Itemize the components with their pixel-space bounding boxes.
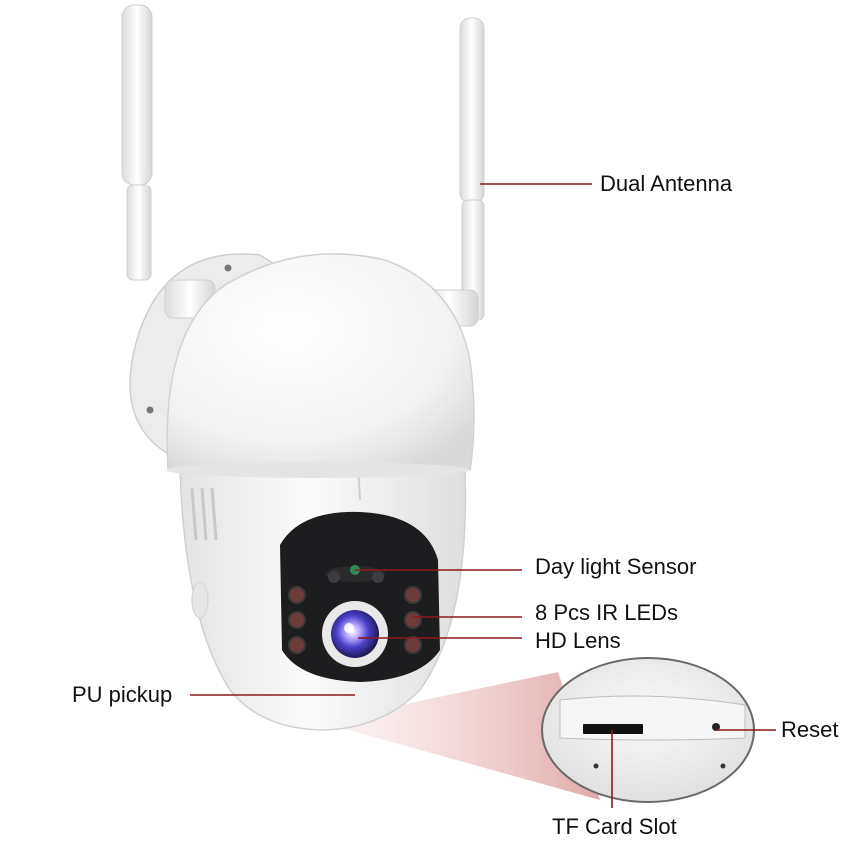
tf-card-slot-icon xyxy=(583,724,643,734)
camera-dome xyxy=(166,253,475,471)
right-antenna xyxy=(419,17,485,327)
left-antenna xyxy=(121,4,216,319)
callout-dual-antenna: Dual Antenna xyxy=(600,171,733,196)
callout-day-light-sensor: Day light Sensor xyxy=(535,554,697,579)
leader-lines xyxy=(190,183,776,808)
lens-panel xyxy=(280,511,440,682)
callout-reset: Reset xyxy=(781,717,839,742)
magnifier-beam xyxy=(320,672,600,800)
callout-tf-card-slot: TF Card Slot xyxy=(552,814,677,839)
reset-hole-icon xyxy=(712,723,720,731)
ir-leds-left xyxy=(288,586,306,654)
tf-card-inset xyxy=(541,657,755,803)
callout-pu-pickup: PU pickup xyxy=(72,682,173,707)
callout-ir-leds: 8 Pcs IR LEDs xyxy=(535,600,679,625)
ir-leds-right xyxy=(404,586,422,654)
callout-hd-lens: HD Lens xyxy=(535,628,621,653)
